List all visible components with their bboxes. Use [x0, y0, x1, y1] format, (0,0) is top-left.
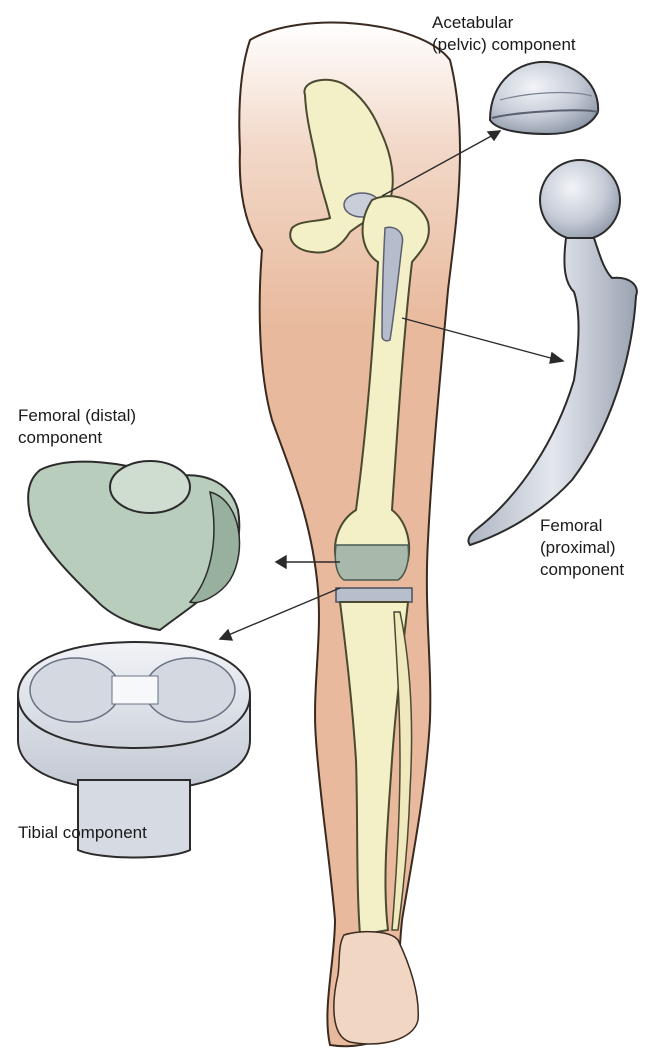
femoral-proximal-component-label: Femoral (proximal) component	[540, 515, 624, 581]
femoral-distal-label-line-2: component	[18, 427, 136, 449]
femoral-distal-component	[28, 461, 239, 630]
femoral-proximal-label-line-3: component	[540, 559, 624, 581]
acetabular-component-label: Acetabular (pelvic) component	[432, 12, 576, 56]
acetabular-label-line-1: Acetabular	[432, 12, 576, 34]
tibial-component-label: Tibial component	[18, 822, 147, 844]
foot	[334, 932, 418, 1044]
knee-femoral-site	[335, 545, 408, 580]
acetabular-label-line-2: (pelvic) component	[432, 34, 576, 56]
tibial-label-line-1: Tibial component	[18, 822, 147, 844]
femoral-proximal-label-line-2: (proximal)	[540, 537, 624, 559]
knee-tibial-site	[336, 588, 412, 602]
femoral-proximal-label-line-1: Femoral	[540, 515, 624, 537]
femoral-proximal-component	[468, 160, 636, 545]
femoral-distal-component-label: Femoral (distal) component	[18, 405, 136, 449]
acetabular-component	[490, 62, 598, 134]
femoral-distal-label-line-1: Femoral (distal)	[18, 405, 136, 427]
